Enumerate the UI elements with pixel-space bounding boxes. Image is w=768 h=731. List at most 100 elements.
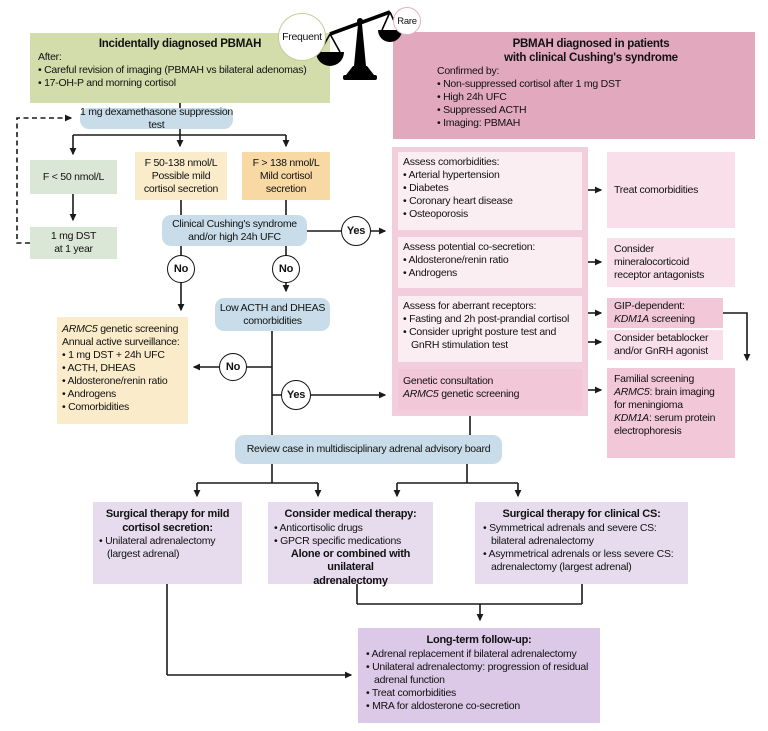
gene-name: KDM1A (614, 412, 649, 424)
gene-name: KDM1A (614, 313, 649, 325)
node-low-acth: Low ACTH and DHEAS comorbidities (215, 298, 330, 331)
node-label-rest: genetic screening (441, 388, 520, 400)
node-label: and/or GnRH agonist (614, 345, 708, 357)
node-title: Assess for aberrant receptors: (403, 300, 537, 312)
node-mineralocorticoid-antagonists: Consider mineralocorticoid receptor anta… (607, 238, 735, 287)
node-label: F > 138 nmol/L (252, 156, 320, 169)
frequent-circle: Frequent (278, 13, 326, 61)
node-bullets: 1 mg DST + 24h UFC ACTH, DHEAS Aldostero… (62, 349, 183, 414)
bullet-item: Non-suppressed cortisol after 1 mg DST (437, 78, 745, 91)
node-title: cortisol secretion: (122, 521, 213, 534)
rare-circle: Rare (393, 7, 421, 35)
node-treat-comorbidities: Treat comorbidities (607, 152, 735, 228)
node-bullets: Unilateral adrenalectomy (largest adrena… (99, 535, 236, 561)
bullet-item: Comorbidities (62, 401, 183, 414)
bullet-item: Androgens (62, 388, 183, 401)
node-label: Genetic consultation (403, 375, 494, 387)
bullet-item: 17-OH-P and morning cortisol (38, 77, 322, 90)
bullet-item: Anticortisolic drugs (274, 522, 427, 535)
node-clinical-cushing: Clinical Cushing's syndrome and/or high … (162, 215, 307, 246)
node-bullets: Anticortisolic drugs GPCR specific medic… (274, 522, 427, 548)
decision-label: No (225, 361, 241, 373)
bullet-item: ACTH, DHEAS (62, 362, 183, 375)
bullet-item: Osteoporosis (403, 208, 577, 221)
node-label-rest: screening (651, 313, 696, 325)
node-genetic-consultation: Genetic consultation ARMC5 genetic scree… (398, 369, 582, 410)
bullet-item: Adrenal replacement if bilateral adrenal… (366, 648, 592, 661)
node-label-rest: genetic screening (100, 323, 179, 335)
node-label: 1 mg DST (50, 230, 97, 242)
node-label: secretion (265, 182, 307, 195)
node-gip-dependent: GIP-dependent: KDM1A screening (607, 298, 723, 328)
decision-no-circle: No (167, 255, 195, 283)
bullet-item: Diabetes (403, 182, 577, 195)
node-label: Familial screening (614, 373, 695, 385)
node-title: Surgical therapy for mild (105, 508, 230, 520)
node-medical-therapy: Consider medical therapy: Anticortisolic… (268, 502, 433, 587)
node-armc5-surveillance: ARMC5 genetic screening Annual active su… (57, 317, 188, 424)
bullet-item: Asymmetrical adrenals or less severe CS:… (483, 548, 680, 574)
node-intro: Confirmed by: (437, 65, 500, 77)
node-label: ARMC5 genetic screening (403, 388, 577, 401)
node-f-high: F > 138 nmol/L Mild cortisol secretion (242, 152, 330, 200)
bullet-item: Aldosterone/renin ratio (403, 254, 577, 267)
node-label: ARMC5 genetic screening (62, 323, 183, 336)
balance-scale-icon (316, 10, 402, 80)
bullet-item: Symmetrical adrenals and severe CS: bila… (483, 522, 680, 548)
node-f-mid: F 50-138 nmol/L Possible mild cortisol s… (135, 152, 227, 200)
node-label: comorbidities (243, 314, 302, 327)
decision-no-circle: No (272, 255, 300, 283)
decision-label: Yes (286, 389, 306, 401)
node-label: F < 50 nmol/L (42, 170, 105, 183)
decision-label: No (173, 263, 189, 275)
frequent-label: Frequent (282, 31, 322, 43)
node-title: with clinical Cushing's syndrome (504, 52, 678, 64)
node-label: Clinical Cushing's syndrome (172, 217, 297, 230)
node-label: Mild cortisol (259, 169, 313, 182)
node-label: mineralocorticoid (614, 256, 690, 268)
node-label: Possible mild (151, 169, 211, 182)
node-dst-1-year: 1 mg DST at 1 year (30, 227, 117, 259)
node-dst: 1 mg dexamethasone suppression test (80, 106, 233, 131)
node-assess-comorbidities: Assess comorbidities: Arterial hypertens… (398, 152, 582, 230)
node-title: Incidentally diagnosed PBMAH (98, 38, 262, 50)
bullet-item: Androgens (403, 267, 577, 280)
node-label: and/or high 24h UFC (188, 230, 281, 243)
node-title: Assess potential co-secretion: (403, 241, 535, 253)
node-review-board: Review case in multidisciplinary adrenal… (235, 435, 502, 464)
bullet-item: Consider upright posture test and GnRH s… (403, 326, 577, 352)
node-label: ARMC5: brain imaging for meningioma (614, 386, 728, 412)
decision-yes-circle: Yes (341, 216, 371, 246)
gene-name: ARMC5 (62, 323, 98, 335)
node-label: at 1 year (54, 243, 93, 255)
bullet-item: Arterial hypertension (403, 169, 577, 182)
node-footer: adrenalectomy (313, 574, 388, 587)
node-label: receptor antagonists (614, 269, 705, 281)
node-bullets: Aldosterone/renin ratio Androgens (403, 254, 577, 280)
bullet-item: Unilateral adrenalectomy: progression of… (366, 661, 592, 687)
bullet-item: High 24h UFC (437, 91, 745, 104)
node-label: KDM1A: serum protein electrophoresis (614, 412, 728, 438)
node-cushing-pbmah: PBMAH diagnosed in patients with clinica… (393, 32, 755, 139)
node-bullets: Fasting and 2h post-prandial cortisol Co… (403, 313, 577, 352)
node-label: Consider betablocker (614, 332, 709, 344)
bullet-item: Imaging: PBMAH (437, 117, 745, 130)
node-f-low: F < 50 nmol/L (30, 160, 117, 194)
bullet-item: GPCR specific medications (274, 535, 427, 548)
gene-name: ARMC5 (614, 386, 650, 398)
node-assess-aberrant-receptors: Assess for aberrant receptors: Fasting a… (398, 296, 582, 362)
node-bullets: Adrenal replacement if bilateral adrenal… (366, 648, 592, 713)
node-label: Annual active surveillance: (62, 336, 180, 348)
node-footer: Alone or combined with unilateral (290, 547, 411, 574)
node-label-rest: : brain imaging for meningioma (614, 386, 715, 411)
node-intro: After: (38, 51, 62, 63)
node-surgery-mild: Surgical therapy for mild cortisol secre… (93, 502, 242, 584)
node-bullets: Non-suppressed cortisol after 1 mg DST H… (437, 78, 745, 130)
node-title: Assess comorbidities: (403, 156, 500, 168)
decision-yes-circle: Yes (281, 380, 311, 410)
node-title: Long-term follow-up: (426, 634, 532, 646)
node-assess-cosecretion: Assess potential co-secretion: Aldostero… (398, 237, 582, 288)
node-label: GIP-dependent: (614, 300, 685, 312)
node-label: Consider (614, 243, 655, 255)
decision-no-circle: No (219, 353, 247, 381)
